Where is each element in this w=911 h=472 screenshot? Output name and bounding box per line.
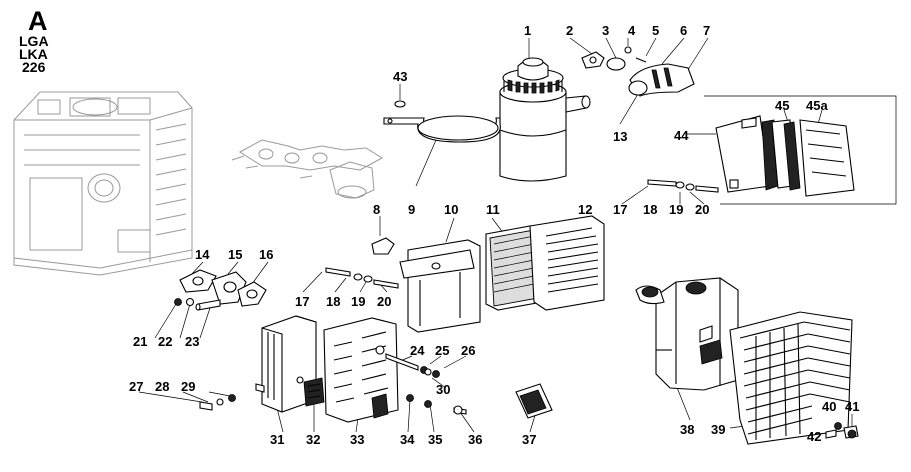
exhaust-flange-parts	[179, 269, 267, 307]
fasteners-27-29	[199, 394, 236, 411]
callout-33: 33	[350, 432, 364, 447]
callout-38: 38	[680, 422, 694, 437]
fasteners-21-23	[174, 297, 221, 311]
model-header: A LGA LKA 226	[19, 6, 49, 75]
section-letter: A	[28, 6, 48, 36]
silencer-38	[635, 277, 739, 391]
muffler-housing-10	[399, 239, 481, 333]
callout-45: 45	[775, 98, 789, 113]
callout-7: 7	[703, 23, 710, 38]
callout-19-upper: 19	[669, 202, 683, 217]
stud-set-middle	[325, 267, 399, 289]
callout-41: 41	[845, 399, 859, 414]
callout-5: 5	[652, 23, 659, 38]
callout-17-upper: 17	[613, 202, 627, 217]
callout-31: 31	[270, 432, 284, 447]
callout-labels: 1 2 3 4 5 6 7 43 9 13 44 45 45a 17 18 19…	[129, 23, 859, 447]
filter-cover-12	[529, 215, 605, 311]
callout-24: 24	[410, 343, 425, 358]
callout-20-middle: 20	[377, 294, 391, 309]
filter-element-11	[485, 225, 543, 311]
callout-1: 1	[524, 23, 531, 38]
callout-45a: 45a	[806, 98, 828, 113]
callout-32: 32	[306, 432, 320, 447]
callout-27: 27	[129, 379, 143, 394]
callout-3: 3	[602, 23, 609, 38]
callout-34: 34	[400, 432, 415, 447]
model-lka: LKA	[19, 46, 48, 62]
spark-screen-32	[303, 377, 325, 407]
callout-8: 8	[373, 202, 380, 217]
callout-43: 43	[393, 69, 407, 84]
model-lga: LGA	[19, 33, 49, 49]
fasteners-34-36	[406, 394, 467, 415]
nut-43	[394, 100, 406, 108]
callout-21: 21	[133, 334, 147, 349]
air-cleaner-housing	[499, 57, 591, 182]
callout-42: 42	[807, 429, 821, 444]
fasteners-24-30	[385, 353, 440, 378]
heat-shield-33	[323, 317, 399, 423]
stud-set-upper	[647, 179, 719, 193]
sub-assembly-frame	[704, 95, 897, 205]
callout-4: 4	[628, 23, 636, 38]
callout-36: 36	[468, 432, 482, 447]
callout-26: 26	[461, 343, 475, 358]
callout-28: 28	[155, 379, 169, 394]
callout-10: 10	[444, 202, 458, 217]
callout-44: 44	[674, 128, 689, 143]
mounting-strap	[383, 115, 501, 143]
callout-9: 9	[408, 202, 415, 217]
heat-shield-39	[729, 311, 853, 445]
callout-29: 29	[181, 379, 195, 394]
callout-6: 6	[680, 23, 687, 38]
callout-39: 39	[711, 422, 725, 437]
manifold-carburettor-illustration	[231, 139, 383, 199]
callout-18-upper: 18	[643, 202, 657, 217]
callout-12: 12	[578, 202, 592, 217]
callout-22: 22	[158, 334, 172, 349]
callout-15: 15	[228, 247, 242, 262]
callout-19-middle: 19	[351, 294, 365, 309]
callout-40: 40	[822, 399, 836, 414]
callout-17-middle: 17	[295, 294, 309, 309]
fasteners-40-42	[825, 422, 859, 439]
callout-35: 35	[428, 432, 442, 447]
model-226: 226	[22, 59, 46, 75]
callout-14: 14	[195, 247, 210, 262]
callout-2: 2	[566, 23, 573, 38]
cover-plate-37	[515, 383, 553, 419]
filter-cover-44-45	[715, 115, 855, 197]
callout-16: 16	[259, 247, 273, 262]
callout-23: 23	[185, 334, 199, 349]
callout-37: 37	[522, 432, 536, 447]
callout-18-middle: 18	[326, 294, 340, 309]
callout-11: 11	[486, 202, 500, 217]
callout-13: 13	[613, 129, 627, 144]
gasket-8	[371, 237, 395, 255]
muffler-31	[255, 315, 317, 413]
callout-25: 25	[435, 343, 449, 358]
engine-block-illustration	[13, 91, 193, 276]
callout-30: 30	[436, 382, 450, 397]
callout-20-upper: 20	[695, 202, 709, 217]
intake-elbow-parts	[581, 46, 695, 97]
